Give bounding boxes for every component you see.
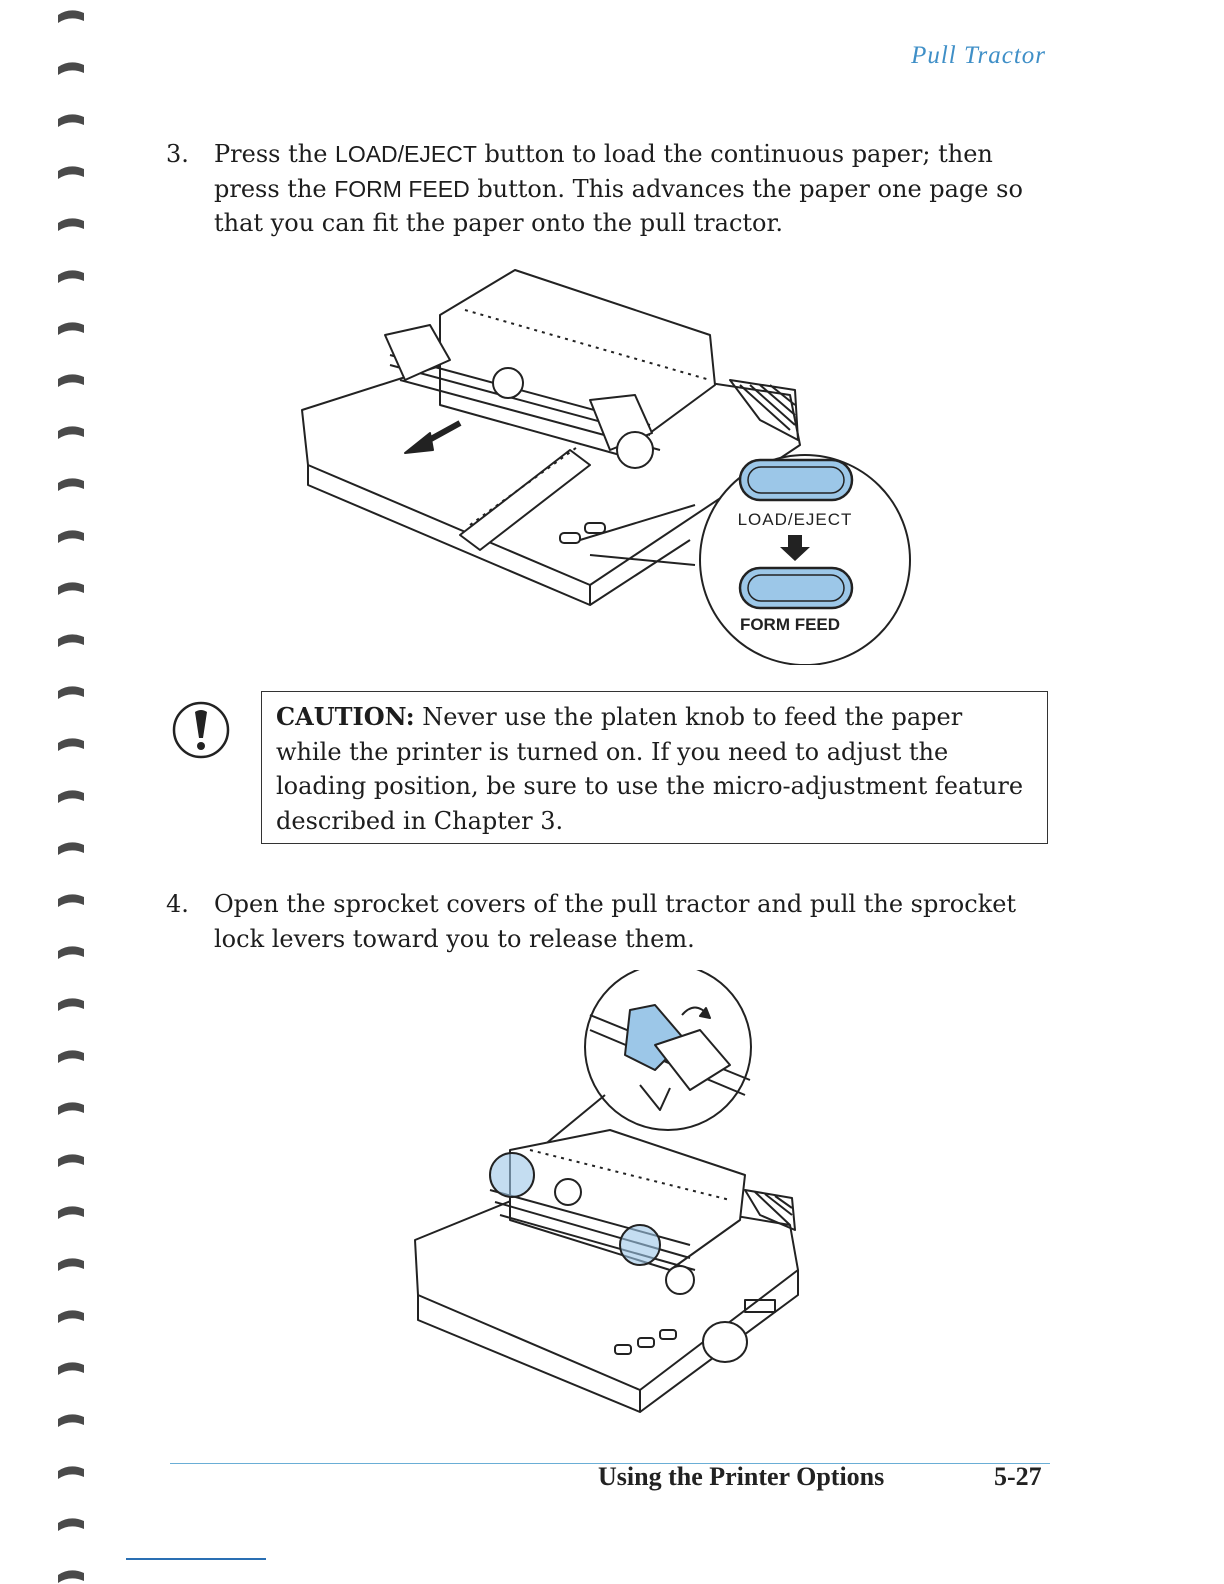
binding-hole <box>58 1154 84 1167</box>
binding-hole <box>58 1570 84 1583</box>
binding-hole <box>58 1206 84 1219</box>
step-number: 4. <box>166 890 189 918</box>
footer-section-title: Using the Printer Options <box>598 1462 885 1491</box>
printer-figure-load: LOAD/EJECT FORM FEED <box>301 269 911 665</box>
binding-hole <box>58 374 84 387</box>
binding-hole <box>58 10 84 23</box>
binding-hole <box>58 738 84 751</box>
binding-hole <box>58 1518 84 1531</box>
printer-figure-sprocket <box>414 970 799 1413</box>
page-number: 5-27 <box>994 1462 1042 1491</box>
binding-hole <box>58 1310 84 1323</box>
caution-box: CAUTION: Never use the platen knob to fe… <box>261 691 1048 844</box>
footer-rule <box>170 1463 1050 1464</box>
caution-icon <box>172 701 230 759</box>
step-4: 4. Open the sprocket covers of the pull … <box>166 887 1046 956</box>
bottom-rule <box>126 1558 266 1560</box>
binding-hole <box>58 530 84 543</box>
step-text: Press the LOAD/EJECT button to load the … <box>214 140 1023 237</box>
binding-hole <box>58 1258 84 1271</box>
binding-hole <box>58 270 84 283</box>
binding-hole <box>58 1102 84 1115</box>
binding-hole <box>58 790 84 803</box>
binding-hole <box>58 998 84 1011</box>
binding-hole <box>58 1466 84 1479</box>
binding-hole <box>58 166 84 179</box>
step-number: 3. <box>166 140 189 168</box>
step-text: Open the sprocket covers of the pull tra… <box>214 890 1017 953</box>
binding-hole <box>58 426 84 439</box>
load-eject-label: LOAD/EJECT <box>738 510 853 529</box>
caution-label: CAUTION: <box>276 702 415 731</box>
caution-text: Never use the platen knob to feed the pa… <box>276 703 1024 835</box>
binding-hole <box>58 634 84 647</box>
binding-hole <box>58 1362 84 1375</box>
binding-hole <box>58 894 84 907</box>
binding-hole <box>58 62 84 75</box>
binding-hole <box>58 842 84 855</box>
form-feed-label: FORM FEED <box>740 615 840 634</box>
binding-hole <box>58 582 84 595</box>
load-eject-term: LOAD/EJECT <box>335 141 477 167</box>
form-feed-term: FORM FEED <box>334 175 470 202</box>
step-3: 3. Press the LOAD/EJECT button to load t… <box>166 137 1046 241</box>
binding-hole <box>58 1414 84 1427</box>
spiral-binding <box>58 10 84 1583</box>
binding-hole <box>58 946 84 959</box>
binding-hole <box>58 218 84 231</box>
binding-hole <box>58 322 84 335</box>
running-head: Pull Tractor <box>911 42 1046 69</box>
binding-hole <box>58 686 84 699</box>
binding-hole <box>58 1050 84 1063</box>
binding-hole <box>58 478 84 491</box>
binding-hole <box>58 114 84 127</box>
